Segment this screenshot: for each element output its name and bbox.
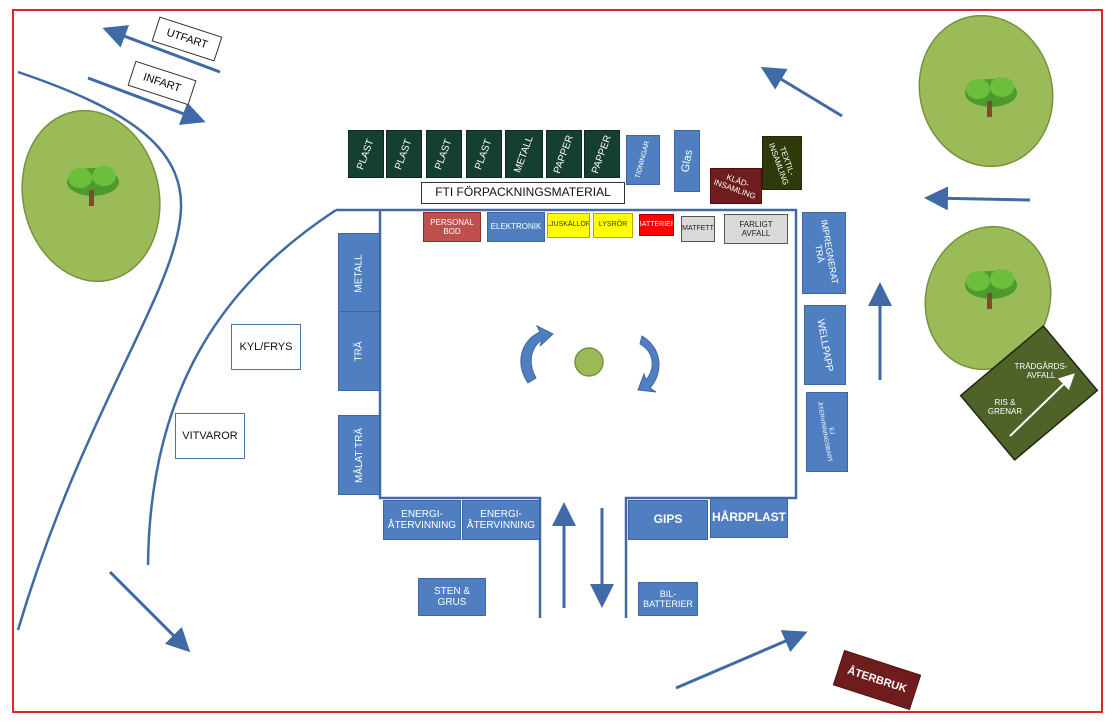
roundabout-center xyxy=(574,347,604,377)
tree-icon xyxy=(965,77,1017,117)
container-label: WELLPAPP xyxy=(814,317,836,373)
tree-icon xyxy=(67,166,119,206)
container-label: EJ ÅTERVINNINGSBART xyxy=(815,402,835,463)
container-label: KLÄD- INSAMLING xyxy=(712,172,758,202)
container-label: METALL xyxy=(512,134,536,174)
vitvaror-label: VITVAROR xyxy=(182,429,238,442)
container-energi-2[interactable]: ENERGI- ÅTERVINNING xyxy=(462,500,540,540)
fti-text: FTI FÖRPACKNINGSMATERIAL xyxy=(435,185,611,200)
container-glas[interactable]: Glas xyxy=(674,130,700,192)
ris-text: RIS & GRENAR xyxy=(987,397,1023,416)
container-wellpapp[interactable]: WELLPAPP xyxy=(804,305,846,385)
container-label: Glas xyxy=(679,148,695,174)
container-label: BIL- BATTERIER xyxy=(643,588,693,609)
container-malat-tra[interactable]: MÅLAT TRÄ xyxy=(338,415,380,495)
roundabout-arrow-left xyxy=(520,324,554,384)
container-personal-bod[interactable]: PERSONAL BOD xyxy=(423,212,481,242)
container-tra-left[interactable]: TRÄ xyxy=(338,311,380,391)
container-label: PERSONAL BOD xyxy=(430,217,474,236)
container-ljuskallor[interactable]: LJUSKÄLLOR xyxy=(547,213,590,238)
container-label: PAPPER xyxy=(590,133,614,175)
arrow-bottom-left xyxy=(108,570,191,653)
container-gips[interactable]: GIPS xyxy=(628,500,708,540)
container-metall-top[interactable]: METALL xyxy=(505,130,543,178)
road-inner-curve xyxy=(146,208,337,566)
container-label: METALL xyxy=(353,253,365,293)
container-label: TIDNINGAR xyxy=(634,140,652,180)
arrow-infart xyxy=(87,76,206,125)
container-label: GIPS xyxy=(653,512,683,527)
container-label: BATTERIER xyxy=(639,220,674,228)
fti-label: FTI FÖRPACKNINGSMATERIAL xyxy=(421,182,625,204)
arrow-bottom-right xyxy=(675,630,808,690)
container-plast-2[interactable]: PLAST xyxy=(386,130,422,178)
container-ej-atervinningsbart[interactable]: EJ ÅTERVINNINGSBART xyxy=(806,392,848,472)
arrow-top-right xyxy=(760,66,843,118)
utfart-label: UTFART xyxy=(164,26,210,52)
tradgard-text: TRÄDGÅRDS- AVFALL xyxy=(1014,361,1068,380)
container-label: MATFETT xyxy=(682,224,714,232)
container-label: LYSRÖR xyxy=(598,221,628,229)
garden-waste-sign xyxy=(959,325,1099,461)
container-hardplast[interactable]: HÅRDPLAST xyxy=(710,498,788,538)
container-label: TRÄ xyxy=(353,341,365,361)
container-label: PLAST xyxy=(433,137,455,171)
container-plast-3[interactable]: PLAST xyxy=(426,130,462,178)
aterbruk-text: ÅTERBRUK xyxy=(845,664,909,696)
infart-label: INFART xyxy=(141,71,183,95)
arrow-utfart xyxy=(102,25,221,74)
container-metall-left[interactable]: METALL xyxy=(338,233,380,313)
container-klad[interactable]: KLÄD- INSAMLING xyxy=(710,168,762,204)
container-bilbatterier[interactable]: BIL- BATTERIER xyxy=(638,582,698,616)
container-label: MÅLAT TRÄ xyxy=(353,427,365,483)
container-plast-4[interactable]: PLAST xyxy=(466,130,502,178)
container-label: FARLIGT AVFALL xyxy=(739,219,773,238)
container-elektronik[interactable]: ELEKTRONIK xyxy=(487,212,545,242)
container-label: TEXTIL- INSAMLING xyxy=(766,141,797,187)
container-sten-grus[interactable]: STEN & GRUS xyxy=(418,578,486,616)
container-label: PLAST xyxy=(393,137,415,171)
vitvaror-sign: VITVAROR xyxy=(175,413,245,459)
inner-area-outline xyxy=(336,208,798,618)
container-energi-1[interactable]: ENERGI- ÅTERVINNING xyxy=(383,500,461,540)
container-label: PLAST xyxy=(473,137,495,171)
container-label: LJUSKÄLLOR xyxy=(547,221,590,229)
container-papper-1[interactable]: PAPPER xyxy=(546,130,582,178)
container-label: HÅRDPLAST xyxy=(712,510,786,525)
container-tidningar[interactable]: TIDNINGAR xyxy=(626,135,660,185)
garden-arrow xyxy=(1009,373,1075,437)
road-left-curve xyxy=(16,70,183,631)
container-label: ENERGI- ÅTERVINNING xyxy=(387,508,457,532)
container-lysror[interactable]: LYSRÖR xyxy=(593,213,633,238)
container-textil[interactable]: TEXTIL- INSAMLING xyxy=(762,136,802,190)
container-label: STEN & GRUS xyxy=(433,585,471,609)
container-batterier[interactable]: BATTERIER xyxy=(639,214,674,236)
kyl-frys-label: KYL/FRYS xyxy=(239,340,293,353)
tradgardsavfall-label: TRÄDGÅRDS- AVFALL xyxy=(1008,357,1074,385)
container-label: ELEKTRONIK xyxy=(490,222,542,232)
container-impregnerat-tra[interactable]: IMPREGNERAT TRÄ xyxy=(802,212,846,294)
arrow-right-in xyxy=(924,186,1031,211)
container-label: PLAST xyxy=(355,137,377,171)
container-matfett[interactable]: MATFETT xyxy=(681,216,715,242)
aterbruk-sign xyxy=(832,649,922,711)
container-farligt-avfall[interactable]: FARLIGT AVFALL xyxy=(724,214,788,244)
inner-area-outline-left xyxy=(378,210,542,618)
container-label: ENERGI- ÅTERVINNING xyxy=(466,508,536,532)
tree-icon xyxy=(965,269,1017,309)
ris-grenar-label: RIS & GRENAR xyxy=(980,393,1030,421)
container-plast-1[interactable]: PLAST xyxy=(348,130,384,178)
map-border xyxy=(12,9,1103,713)
roundabout-arrow-right xyxy=(637,335,660,393)
container-label: PAPPER xyxy=(552,133,576,175)
kyl-frys-sign: KYL/FRYS xyxy=(231,324,301,370)
container-papper-2[interactable]: PAPPER xyxy=(584,130,620,178)
container-label: IMPREGNERAT TRÄ xyxy=(813,218,841,286)
